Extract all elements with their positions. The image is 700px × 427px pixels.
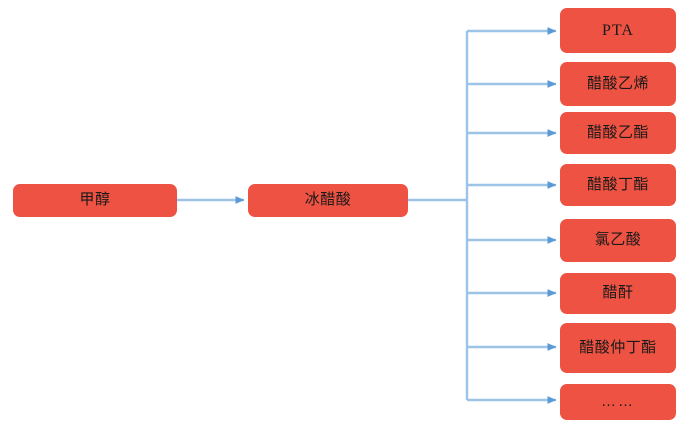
node-product-6-label: 醋酐 [602, 284, 634, 302]
node-product-3-label: 醋酸乙酯 [586, 123, 649, 141]
node-glacial-acetic-acid-label: 冰醋酸 [304, 191, 352, 209]
node-glacial-acetic-acid[interactable]: 冰醋酸 [248, 184, 408, 217]
node-product-6[interactable]: 醋酐 [560, 273, 676, 314]
node-methanol[interactable]: 甲醇 [13, 184, 177, 217]
node-product-1[interactable]: PTA [560, 8, 676, 53]
node-product-7-label: 醋酸仲丁酯 [579, 338, 657, 356]
node-product-2-label: 醋酸乙烯 [586, 74, 649, 92]
node-product-4[interactable]: 醋酸丁酯 [560, 164, 676, 206]
node-product-4-label: 醋酸丁酯 [586, 175, 649, 193]
node-product-2[interactable]: 醋酸乙烯 [560, 62, 676, 106]
node-product-5[interactable]: 氯乙酸 [560, 219, 676, 262]
node-product-7[interactable]: 醋酸仲丁酯 [560, 323, 676, 373]
node-product-1-label: PTA [602, 21, 634, 39]
node-product-3[interactable]: 醋酸乙酯 [560, 112, 676, 154]
node-product-8-label: …… [601, 392, 635, 410]
node-methanol-label: 甲醇 [79, 191, 111, 209]
node-product-8[interactable]: …… [560, 384, 676, 420]
node-product-5-label: 氯乙酸 [594, 231, 642, 249]
